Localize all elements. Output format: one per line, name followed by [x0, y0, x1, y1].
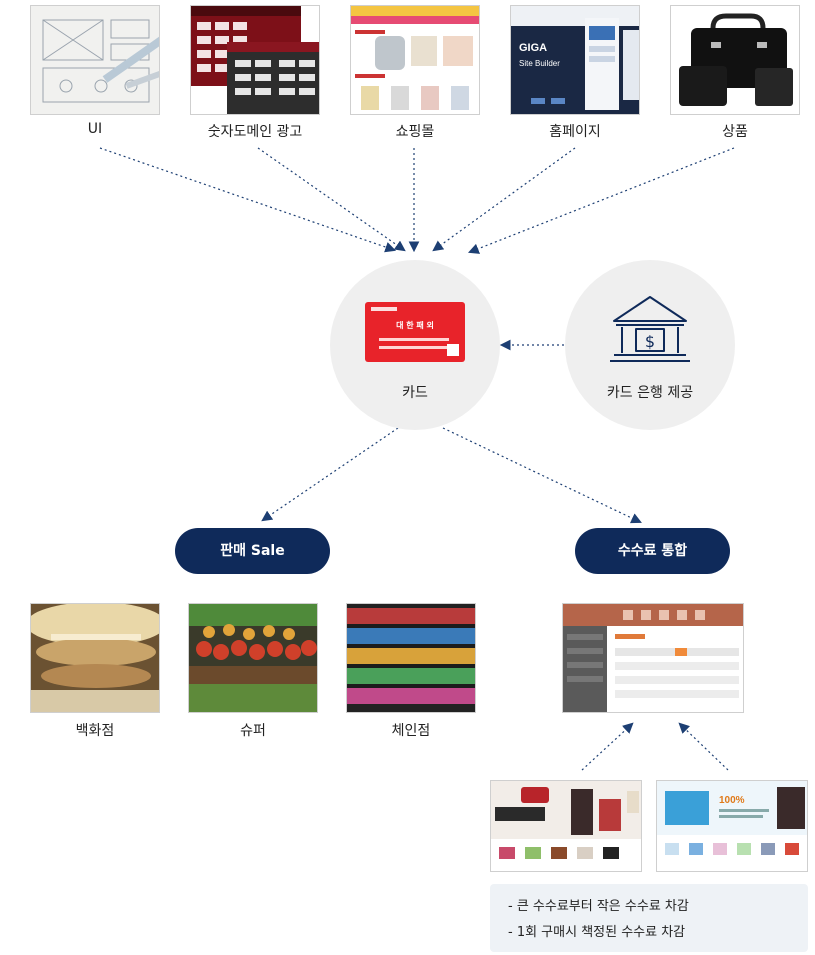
arrow-fashion-to-dashboard [581, 722, 634, 771]
arrow-card-to-sale [261, 427, 399, 522]
shopping-mall-site-image [350, 5, 480, 115]
card-node-label: 카드 [402, 385, 428, 401]
bank-icon: $ [610, 296, 690, 362]
arrow-card-to-fee [442, 427, 642, 524]
source-caption-product: 상품 [722, 124, 748, 140]
store-caption-supermarket: 슈퍼 [240, 723, 266, 739]
svg-text:GIGA: GIGA [519, 42, 547, 54]
supermarket-photo [188, 603, 318, 713]
store-caption-chain: 체인점 [391, 723, 431, 739]
chain-store-photo [346, 603, 476, 713]
fee-rule-line-2: - 1회 구매시 책정된 수수료 차감 [508, 925, 686, 940]
arrow-homepage-to-card [432, 147, 576, 252]
arrow-cosmetics-to-dashboard [678, 722, 729, 771]
arrow-domain-to-card [257, 147, 406, 252]
cosmetics-shop-screen: 100% [656, 780, 808, 872]
bank-node: $ 카드 은행 제공 [565, 260, 735, 430]
source-caption-homepage: 홈페이지 [549, 124, 601, 140]
bank-dollar-symbol: $ [645, 332, 655, 351]
briefcase-product-image [670, 5, 800, 115]
store-caption-department: 백화점 [75, 723, 115, 739]
source-caption-shopping-mall: 쇼핑몰 [395, 124, 435, 140]
svg-text:100%: 100% [719, 795, 745, 806]
source-caption-domain-ad: 숫자도메인 광고 [207, 124, 303, 140]
fee-rule-line-1: - 큰 수수료부터 작은 수수료 차감 [508, 899, 689, 914]
numeric-domain-ad-screen-image [190, 5, 320, 115]
department-store-photo [30, 603, 160, 713]
wireframe-sketch-image [30, 5, 160, 115]
credit-card-image: 대 한 패 외 [365, 302, 465, 362]
fee-integration-button[interactable]: 수수료 통합 [575, 528, 730, 574]
fashion-shop-screen [490, 780, 642, 872]
card-node: 대 한 패 외 카드 [330, 260, 500, 430]
arrow-ui-to-card [99, 147, 397, 253]
svg-text:Site Builder: Site Builder [519, 59, 560, 68]
card-title-text: 대 한 패 외 [396, 321, 434, 330]
fee-dashboard-screen [562, 603, 744, 713]
bank-node-label: 카드 은행 제공 [606, 385, 694, 401]
source-caption-ui: UI [87, 121, 103, 137]
fee-rules-note: - 큰 수수료부터 작은 수수료 차감 - 1회 구매시 책정된 수수료 차감 [490, 884, 808, 952]
arrow-product-to-card [467, 147, 735, 254]
sale-button[interactable]: 판매 Sale [175, 528, 330, 574]
homepage-site-builder-image: GIGA Site Builder [510, 5, 640, 115]
